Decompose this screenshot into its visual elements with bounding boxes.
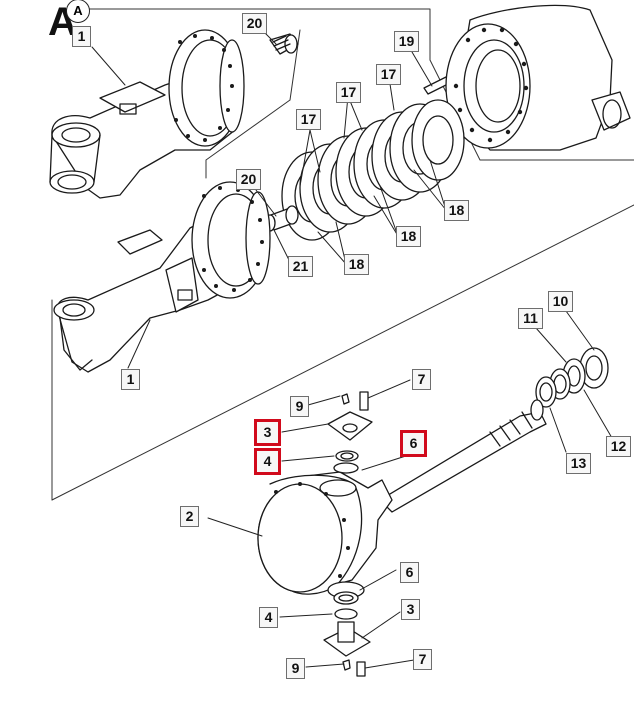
callout-7-bot: 7 [413,649,432,670]
callout-6-top-highlighted: 6 [400,430,427,457]
bearing-set [535,347,609,408]
brake-disc-stack [281,99,465,241]
callout-20-mid: 20 [236,169,261,190]
callout-20-top: 20 [242,13,267,34]
callout-17-b: 17 [336,82,361,103]
callout-10: 10 [548,291,573,312]
axle-housing-top [49,29,245,199]
callout-9-top: 9 [290,396,309,417]
callout-12: 12 [606,436,631,457]
axle-housing-mid [53,181,271,373]
callout-3-top-highlighted: 3 [254,419,281,446]
callout-18-c: 18 [344,254,369,275]
drive-shaft [379,399,547,513]
callout-13: 13 [566,453,591,474]
callout-17-c: 17 [296,109,321,130]
callout-1-top: 1 [72,26,91,47]
shaft-20-top [269,33,299,55]
leader-lines [91,31,613,669]
callout-17-a: 17 [376,64,401,85]
callout-7-top: 7 [412,369,431,390]
view-circle-label: A [66,0,90,23]
callout-18-a: 18 [444,200,469,221]
knuckle-drum-2 [257,471,393,599]
callout-4-bot: 4 [259,607,278,628]
brake-housing-top-right [445,4,631,151]
lower-kingpin-kit [323,591,371,677]
callout-4-top-highlighted: 4 [254,448,281,475]
callout-6-bot: 6 [400,562,419,583]
upper-kingpin-kit [327,391,373,474]
callout-9-bot: 9 [286,658,305,679]
callout-11: 11 [518,308,543,329]
callout-21: 21 [288,256,313,277]
callout-18-b: 18 [396,226,421,247]
callout-1-mid: 1 [121,369,140,390]
callout-19: 19 [394,31,419,52]
callout-3-bot: 3 [401,599,420,620]
callout-2: 2 [180,506,199,527]
